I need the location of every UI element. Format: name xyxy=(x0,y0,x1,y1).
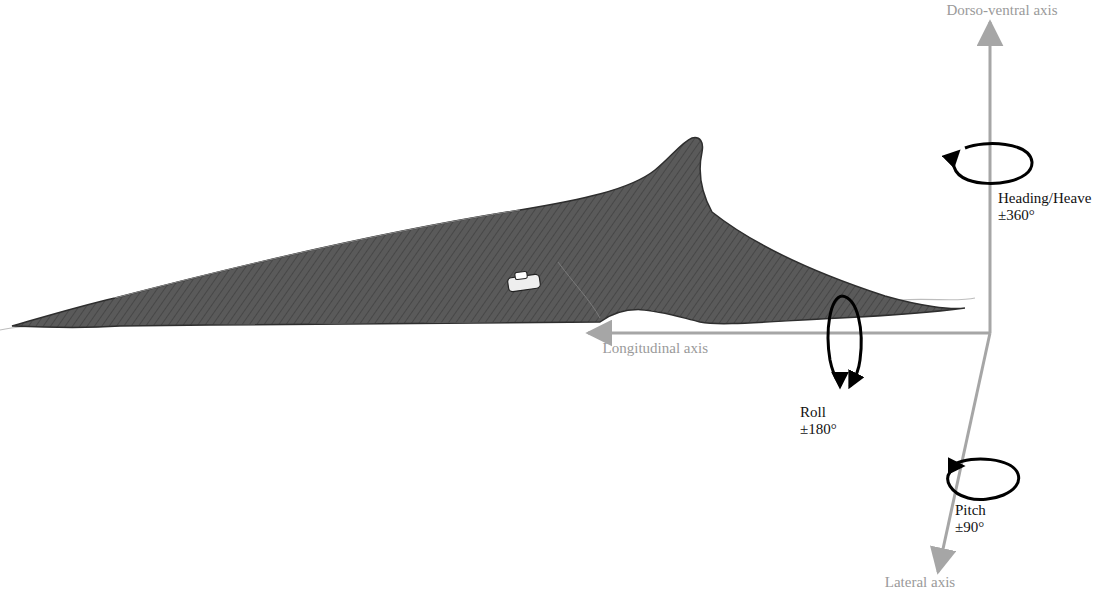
pitch-rotation-arrow xyxy=(948,459,1019,500)
axis-label: Lateral axis xyxy=(885,574,955,591)
whale-back-highlight xyxy=(115,210,520,298)
roll-rotation-arrow xyxy=(842,296,861,386)
lateral-axis xyxy=(938,333,990,572)
axis-label: Longitudinal axis xyxy=(603,340,708,357)
rotation-label: Roll ±180° xyxy=(800,404,852,439)
whale-scar xyxy=(558,262,600,318)
rotation-label: Pitch ±90° xyxy=(955,502,1007,537)
longitudinal-axis xyxy=(588,332,990,335)
whale-body xyxy=(12,138,965,328)
heading-rotation-arrow xyxy=(953,144,1032,184)
tag xyxy=(507,271,541,292)
axis-label: Dorso-ventral axis xyxy=(946,2,1057,19)
rotation-label: Heading/Heave ±360° xyxy=(998,190,1103,225)
dorso-ventral-axis xyxy=(989,22,992,333)
roll-rotation-arrow xyxy=(828,296,842,386)
